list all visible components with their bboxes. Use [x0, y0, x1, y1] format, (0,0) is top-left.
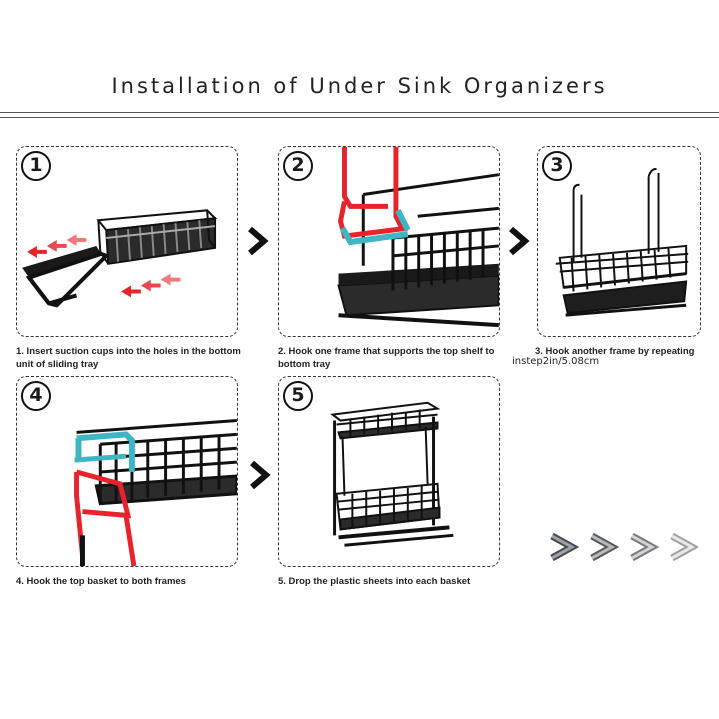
sliding-tray	[22, 245, 110, 308]
wire-basket	[555, 244, 689, 317]
top-basket	[76, 419, 237, 506]
step-number-badge: 3	[542, 151, 572, 181]
step-number-badge: 4	[21, 381, 51, 411]
step-4-illustration	[74, 419, 237, 566]
support-frames	[572, 167, 660, 262]
assembled-organizer	[330, 401, 454, 547]
step-number-badge: 1	[21, 151, 51, 181]
step-5-panel: 5	[278, 376, 500, 567]
step-4-caption: 4. Hook the top basket to both frames	[16, 576, 186, 587]
step-2-caption: 2. Hook one frame that supports the top …	[278, 346, 495, 370]
page-title: Installation of Under Sink Organizers	[111, 74, 608, 98]
step-3-caption: 3. Hook another frame by repeating	[535, 346, 695, 357]
step-number-badge: 2	[283, 151, 313, 181]
support-frame	[74, 431, 137, 566]
step-4-panel: 4	[16, 376, 238, 567]
step-2-panel: 2	[278, 146, 500, 337]
step-number-badge: 5	[283, 381, 313, 411]
step-3-illustration	[555, 167, 689, 317]
step-1-illustration	[22, 209, 218, 308]
title-divider-bottom	[0, 117, 719, 118]
step-arrow-icon	[250, 460, 271, 490]
step-arrow-icon	[248, 226, 269, 256]
step-2-illustration	[337, 147, 499, 328]
step-1-caption: 1. Insert suction cups into the holes in…	[16, 346, 241, 370]
wire-basket	[96, 209, 218, 265]
step-arrow-icon	[509, 226, 530, 256]
measurement-note: instep2in/5.08cm	[512, 356, 600, 367]
decorative-chevron-icon	[550, 532, 698, 562]
step-5-caption: 5. Drop the plastic sheets into each bas…	[278, 576, 471, 587]
support-frame	[337, 147, 411, 246]
step-3-panel: 3	[537, 146, 701, 337]
step-1-panel: 1	[16, 146, 238, 337]
step-5-illustration	[330, 401, 454, 547]
title-divider-top	[0, 112, 719, 113]
